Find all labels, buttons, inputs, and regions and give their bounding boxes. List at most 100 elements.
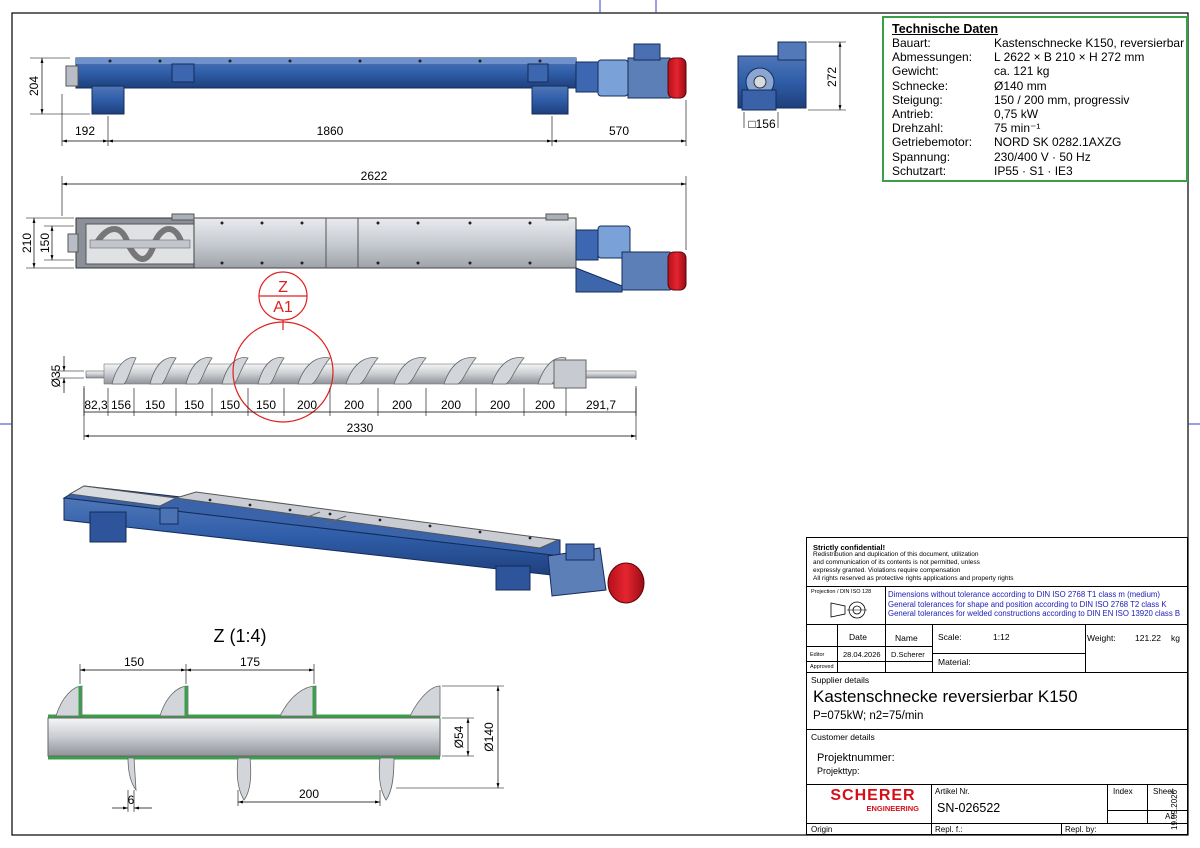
pitch-dimension: 150 xyxy=(184,398,204,412)
logo-name: SCHERER xyxy=(830,787,916,804)
callout-ref: A1 xyxy=(273,299,293,316)
scale-value: 1:12 xyxy=(993,632,1010,642)
confidential-title: Strictly confidential! xyxy=(813,543,886,552)
customer-label: Customer details xyxy=(811,732,875,742)
pitch-dimension: 200 xyxy=(344,398,364,412)
dim-detail-shaft: Ø54 xyxy=(452,725,466,748)
technical-data-value: Kastenschnecke K150, reversierbar xyxy=(994,36,1185,50)
company-logo: SCHERER ENGINEERING xyxy=(827,787,919,814)
pitch-dimension: 200 xyxy=(297,398,317,412)
section-callout: Z A1 xyxy=(258,271,308,330)
technical-data-value: IP55 · S1 · IE3 xyxy=(994,163,1073,178)
weight-label: Weight: xyxy=(1087,633,1116,643)
weight-unit: kg xyxy=(1171,633,1180,643)
technical-data-row: Schutzart: IP55 · S1 · IE3 xyxy=(892,164,1180,178)
iso-view xyxy=(62,485,645,604)
tolerance-line: General tolerances for welded constructi… xyxy=(888,609,1181,619)
project-number-label: Projektnummer: xyxy=(817,752,895,764)
pitch-dimension: 150 xyxy=(220,398,240,412)
dim-side-right: 570 xyxy=(609,124,629,138)
project-type-label: Projekttyp: xyxy=(817,766,860,776)
confidential-line: Redistribution and duplication of this d… xyxy=(813,551,979,558)
dim-side-mid: 1860 xyxy=(317,124,344,138)
technical-data-row: Antrieb: 0,75 kW xyxy=(892,107,1180,121)
pitch-dimension: 200 xyxy=(441,398,461,412)
pitch-dimension: 82,3 xyxy=(84,398,108,412)
top-view: 2622 210 150 xyxy=(20,169,687,293)
callout-letter: Z xyxy=(278,279,288,296)
technical-data-value: Ø140 mm xyxy=(994,78,1047,93)
pitch-dimension: 200 xyxy=(490,398,510,412)
approved-label: Approved xyxy=(810,664,834,670)
technical-data-key: Spannung: xyxy=(892,149,951,164)
technical-data-key: Schnecke: xyxy=(892,78,949,93)
pitch-dimension: 200 xyxy=(392,398,412,412)
editor-date: 28.04.2026 xyxy=(843,650,881,659)
confidential-line: All rights reserved as protective rights… xyxy=(813,575,1014,582)
replaced-for-label: Repl. f.: xyxy=(935,825,963,834)
technical-data-row: Drehzahl: 75 min⁻¹ xyxy=(892,121,1180,135)
dim-side-left: 192 xyxy=(75,124,95,138)
dim-detail-175: 175 xyxy=(240,655,260,669)
editor-label: Editor xyxy=(810,652,825,658)
dim-detail-outer: Ø140 xyxy=(482,722,496,752)
technical-data-value: 0,75 kW xyxy=(994,107,1039,122)
projection-label: Projection / DIN ISO 128 xyxy=(811,589,872,595)
technical-data-row: Getriebemotor: NORD SK 0282.1AXZG xyxy=(892,135,1180,149)
technical-data-row: Abmessungen:L 2622 × B 210 × H 272 mm xyxy=(892,50,1180,64)
col-name: Name xyxy=(895,633,918,643)
dim-detail-150: 150 xyxy=(124,655,144,669)
technical-data-row: Spannung: 230/400 V · 50 Hz xyxy=(892,150,1180,164)
technical-data-key: Drehzahl: xyxy=(892,121,944,136)
technical-data-row: Bauart: Kastenschnecke K150, reversierbar xyxy=(892,36,1184,50)
scale-label: Scale: xyxy=(938,632,962,642)
origin-label: Origin xyxy=(811,825,833,834)
technical-data-row: Steigung:150 / 200 mm, progressiv xyxy=(892,93,1180,107)
weight-value: 121.22 xyxy=(1135,633,1161,643)
pitch-dimension: 291,7 xyxy=(586,398,616,412)
pitch-dimension: 150 xyxy=(145,398,165,412)
technical-data-box: Technische Daten Bauart: Kastenschnecke K… xyxy=(882,16,1188,182)
article-label: Artikel Nr. xyxy=(935,787,970,796)
end-view: 272 □156 xyxy=(737,41,846,131)
index-label: Index xyxy=(1113,787,1133,796)
technical-data-value: 75 min⁻¹ xyxy=(994,121,1041,136)
projection-symbol-icon xyxy=(830,601,867,619)
editor-name: D.Scherer xyxy=(891,650,925,659)
logo-sub: ENGINEERING xyxy=(866,804,919,813)
pitch-dimension: 156 xyxy=(111,398,131,412)
technical-data-key: Antrieb: xyxy=(892,107,934,122)
detail-view: Z (1:4) 150 175 200 6 xyxy=(47,626,504,812)
technical-data-key: Schutzart: xyxy=(892,163,947,178)
detail-title: Z (1:4) xyxy=(213,626,266,646)
date-stamp: 19.09.2026 xyxy=(1170,789,1179,830)
title-block: Strictly confidential! Redistribution an… xyxy=(806,537,1188,835)
dim-detail-6: 6 xyxy=(128,793,135,807)
dim-top-length: 2622 xyxy=(361,169,388,183)
technical-data-title: Technische Daten xyxy=(892,22,999,36)
technical-data-value: NORD SK 0282.1AXZG xyxy=(994,135,1122,150)
dim-top-width-inner: 150 xyxy=(38,233,52,253)
dim-detail-200: 200 xyxy=(299,787,319,801)
dim-screw-total: 2330 xyxy=(347,421,374,435)
dim-end-width: □156 xyxy=(748,117,776,131)
article-value: SN-026522 xyxy=(937,801,1001,815)
dim-end-height: 272 xyxy=(825,67,839,87)
technical-data-key: Bauart: xyxy=(892,36,931,50)
technical-data-row: Gewicht: ca. 121 kg xyxy=(892,64,1180,78)
confidential-line: and communication of its contents is not… xyxy=(813,559,980,566)
technical-data-value: ca. 121 kg xyxy=(994,64,1050,79)
sheet-value: A3 xyxy=(1165,812,1175,821)
confidential-line: expressly granted. Violations require co… xyxy=(813,567,961,574)
side-view: 204 192 1860 570 xyxy=(27,43,687,146)
technical-data-value: 230/400 V · 50 Hz xyxy=(994,149,1091,164)
col-date: Date xyxy=(849,632,867,642)
replaced-by-label: Repl. by: xyxy=(1065,825,1097,834)
dim-top-width-outer: 210 xyxy=(20,233,34,253)
material-label: Material: xyxy=(938,657,971,667)
technical-data-key: Getriebemotor: xyxy=(892,135,973,150)
dim-side-height: 204 xyxy=(27,76,41,96)
technical-data-key: Gewicht: xyxy=(892,64,939,79)
